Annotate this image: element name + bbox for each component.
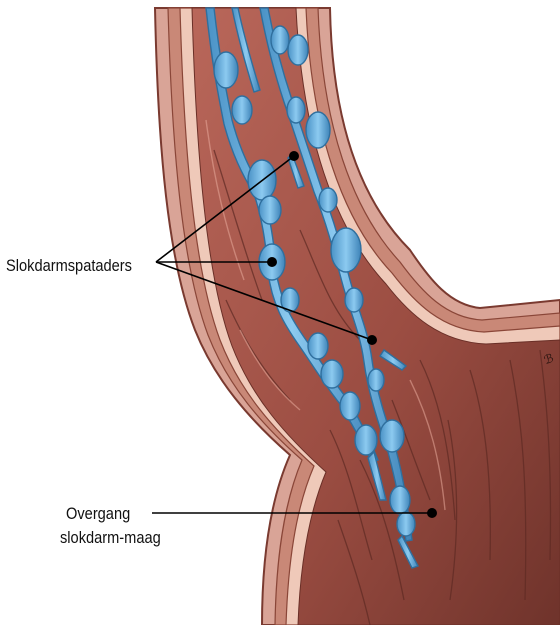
label-junction-line1: Overgang (66, 504, 130, 524)
label-junction-line2: slokdarm-maag (60, 528, 161, 548)
label-varices: Slokdarmspataders (6, 256, 132, 276)
